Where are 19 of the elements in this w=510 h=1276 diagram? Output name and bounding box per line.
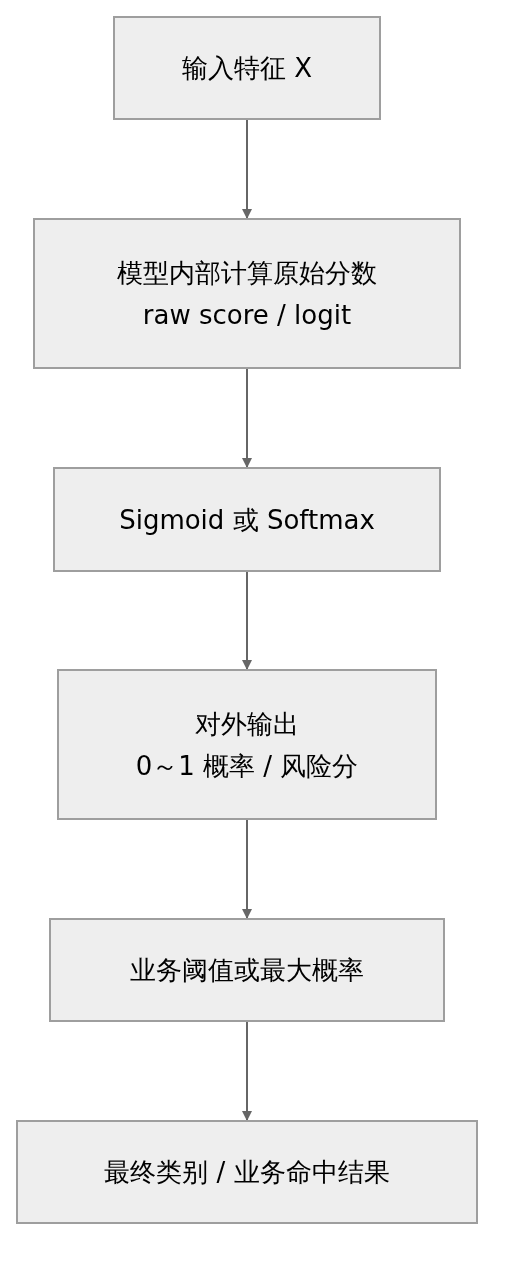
box-text: Sigmoid 或 Softmax bbox=[119, 503, 375, 536]
box-text: raw score / logit bbox=[142, 298, 352, 331]
box-text: 最终类别 / 业务命中结果 bbox=[104, 1156, 390, 1188]
arrow bbox=[242, 819, 252, 919]
arrow bbox=[242, 571, 252, 670]
box-text: 模型内部计算原始分数 bbox=[117, 256, 377, 289]
arrow bbox=[242, 1021, 252, 1121]
process-box bbox=[49, 918, 445, 1022]
process-box bbox=[33, 218, 461, 369]
process-box bbox=[57, 669, 437, 820]
process-box bbox=[53, 467, 441, 572]
box-text: 0～1 概率 / 风险分 bbox=[135, 749, 359, 782]
process-box bbox=[113, 16, 381, 120]
process-box bbox=[16, 1120, 478, 1224]
box-text: 输入特征 X bbox=[181, 52, 313, 84]
arrow bbox=[242, 368, 252, 468]
arrow bbox=[242, 119, 252, 219]
box-text: 对外输出 bbox=[195, 707, 299, 740]
box-text: 业务阈值或最大概率 bbox=[130, 954, 364, 986]
